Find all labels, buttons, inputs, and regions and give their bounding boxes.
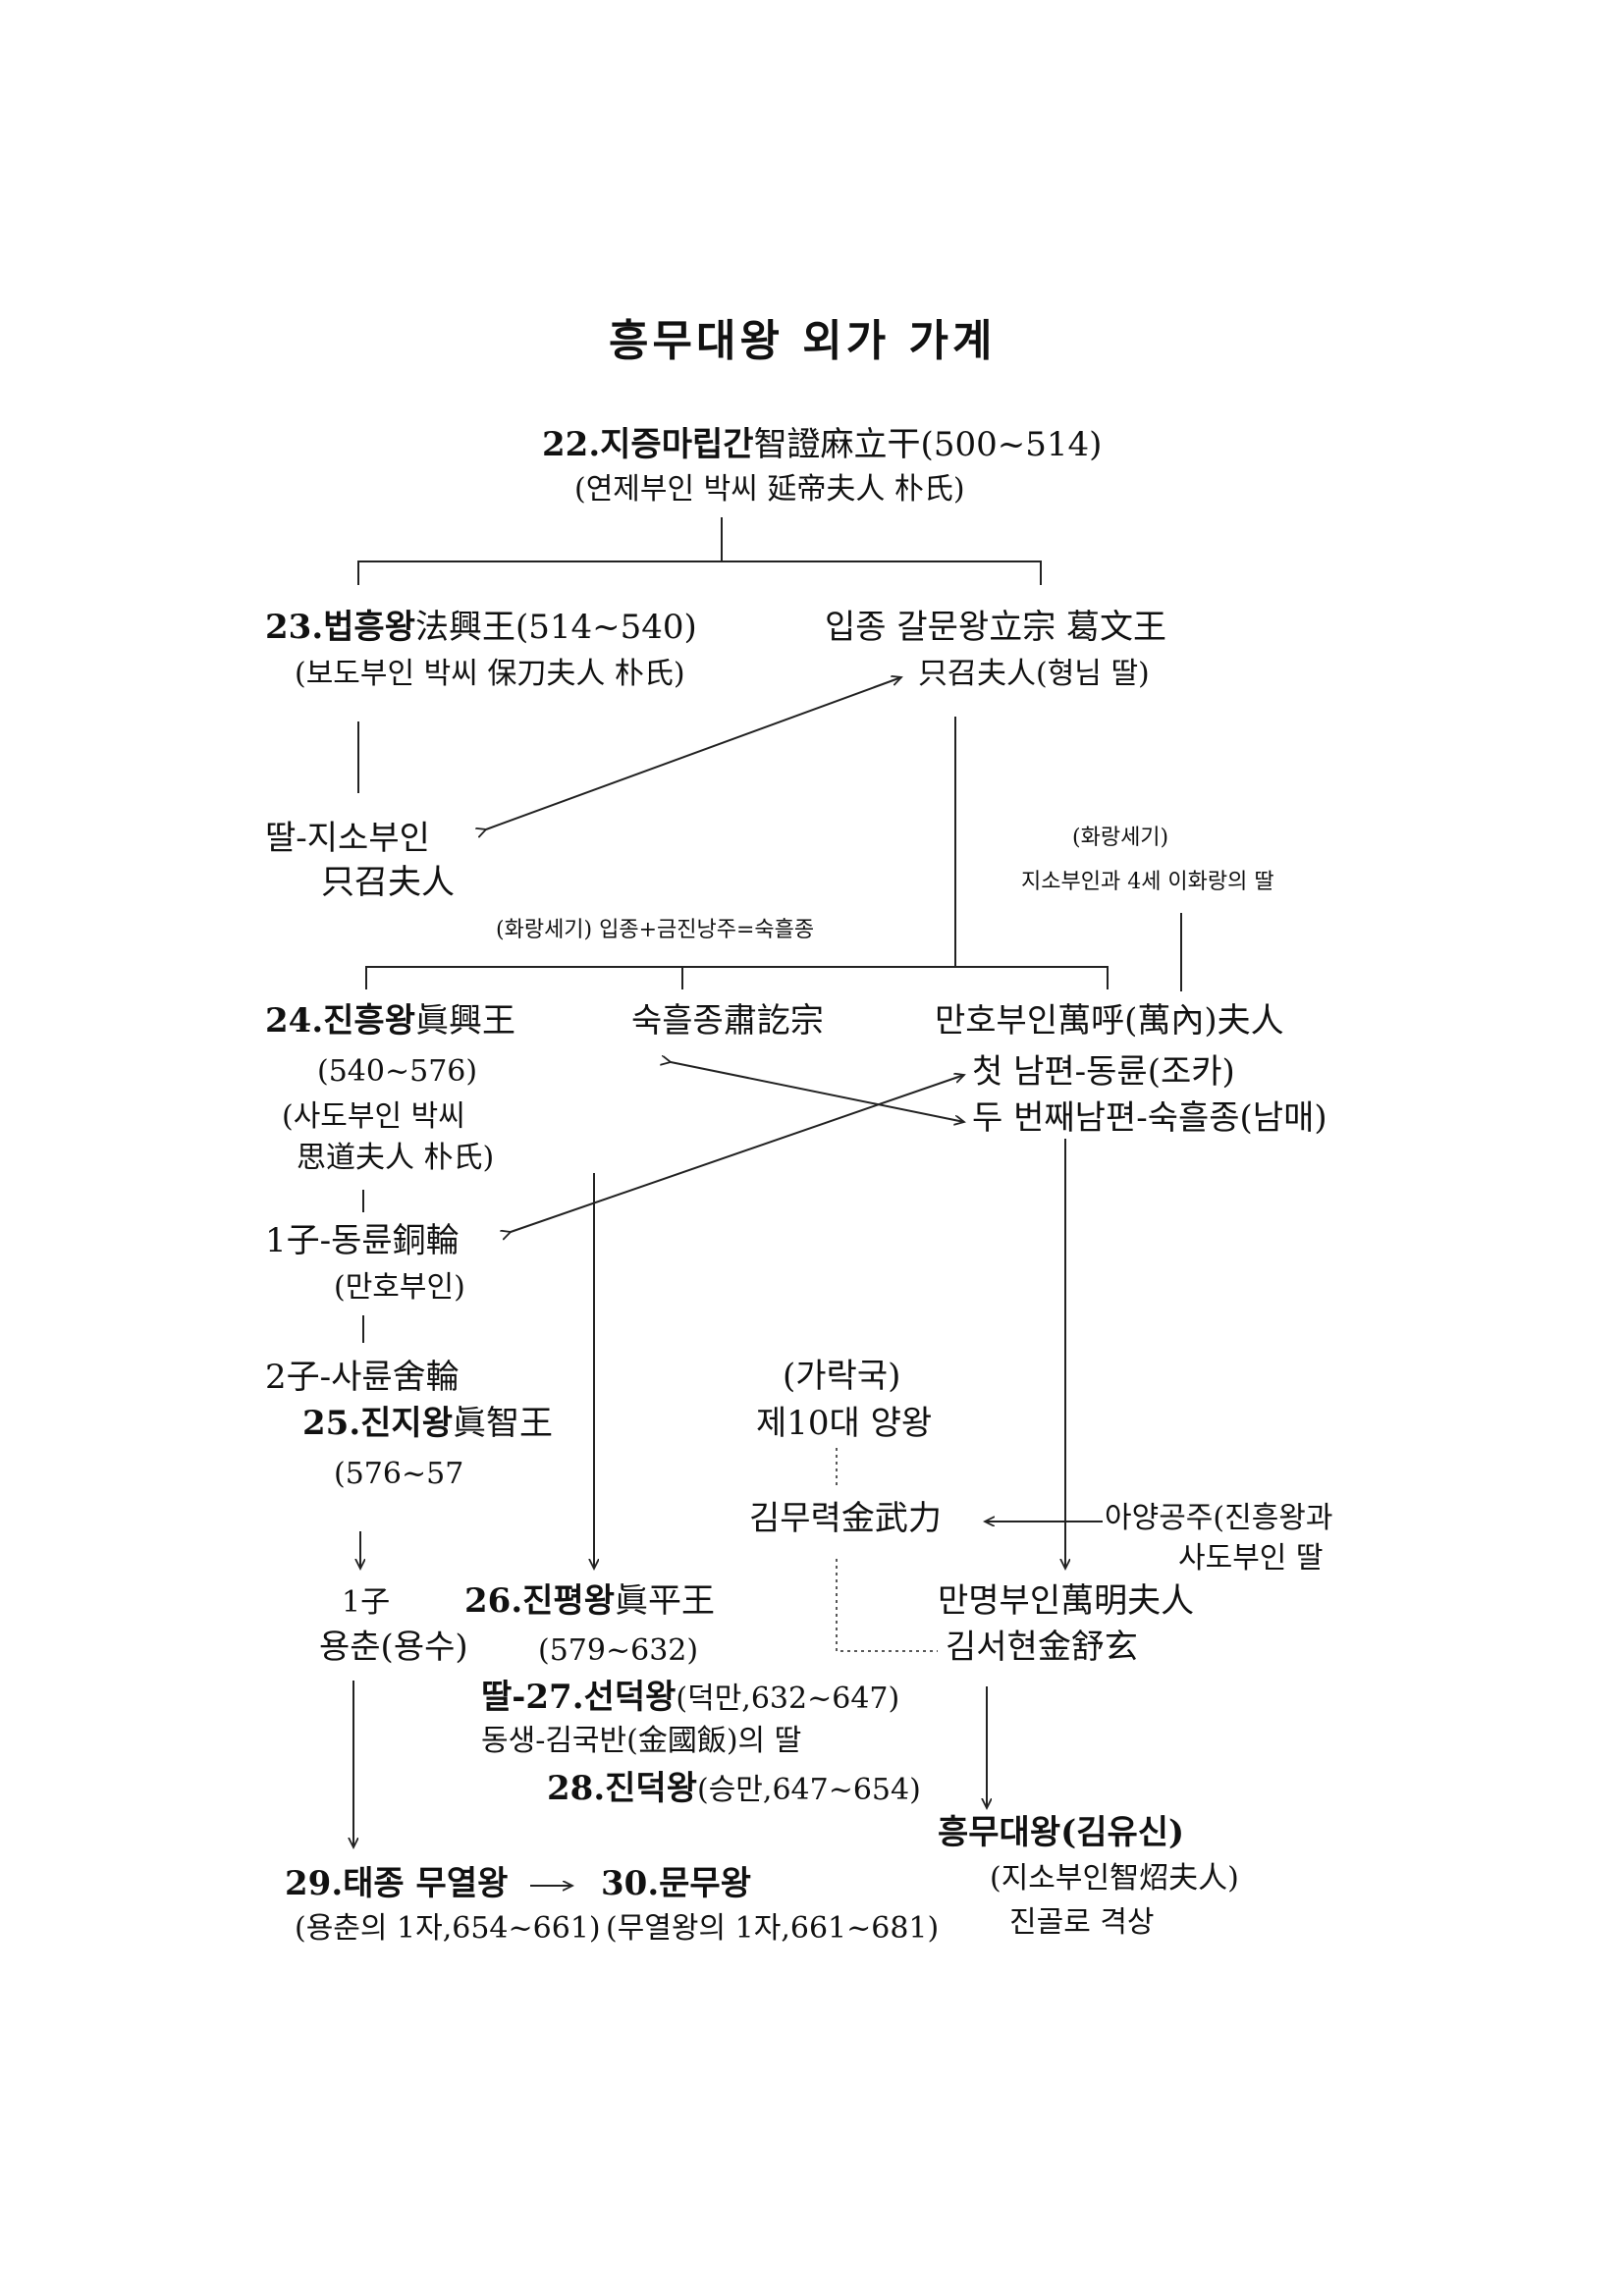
node-heungmu: 흥무대왕(김유신) xyxy=(938,1813,1185,1852)
node-jijeung: 22.지증마립간智證麻立干(500~514) xyxy=(542,428,1102,461)
hwarang-note-1b: 지소부인과 4세 이화랑의 딸 xyxy=(1021,870,1274,894)
jinheung-hanja: 眞興王 xyxy=(415,1001,515,1041)
jindeok-name: 28.진덕왕 xyxy=(547,1769,697,1808)
node-gaya: (가락국) xyxy=(783,1357,901,1396)
hwarang-note-1: (화랑세기) xyxy=(1072,826,1169,850)
node-jinpyeong: 26.진평왕眞平王 xyxy=(464,1584,715,1618)
manho-husband-1: 첫 남편-동륜(조카) xyxy=(972,1052,1235,1092)
dotted-kimmuryeok-seohyeon xyxy=(836,1559,938,1652)
node-jiso: 딸-지소부인 xyxy=(265,819,430,858)
gaya-king: 제10대 양왕 xyxy=(756,1404,933,1443)
node-ipjong: 입종 갈문왕立宗 葛文王 xyxy=(825,608,1167,647)
seondeok-name: 딸-27.선덕왕 xyxy=(481,1678,677,1717)
bracket-gen23 xyxy=(357,561,1042,585)
jinheung-spouse-2: 思道夫人 朴氏) xyxy=(297,1141,495,1175)
arrow-dongryun-manho xyxy=(511,1075,964,1232)
heungmu-mother: (지소부인智炤夫人) xyxy=(990,1861,1239,1896)
manho-husband-2: 두 번째남편-숙흘종(남매) xyxy=(972,1098,1327,1138)
node-ayang: 아양공주(진흥왕과 xyxy=(1105,1501,1333,1535)
arrow-jiso-ipjong xyxy=(486,677,901,829)
jinpyeong-reign: (579~632) xyxy=(538,1633,699,1668)
munmu-detail: (무열왕의 1자,661~681) xyxy=(606,1911,940,1946)
page-title: 흥무대왕 외가 가계 xyxy=(609,316,997,366)
jijeung-hanja: 智證麻立干(500~514) xyxy=(753,425,1103,464)
node-saryun: 2子-사륜舍輪 xyxy=(265,1358,460,1397)
jinheung-reign: (540~576) xyxy=(317,1054,478,1089)
jinheung-name: 24.진흥왕 xyxy=(265,1001,415,1041)
beopheung-hanja: 法興王(514~540) xyxy=(415,608,697,647)
node-seondeok: 딸-27.선덕왕(덕만,632~647) xyxy=(481,1681,899,1714)
node-yongchun: 용춘(용수) xyxy=(319,1628,468,1667)
node-manmyeong: 만명부인萬明夫人 xyxy=(938,1581,1195,1621)
node-munmu: 30.문무왕 xyxy=(601,1864,751,1903)
node-taejong: 29.태종 무열왕 xyxy=(285,1864,509,1903)
node-yongchun-label: 1子 xyxy=(342,1585,391,1620)
node-kimmuryeok: 김무력金武力 xyxy=(749,1499,942,1538)
jijeung-name: 22.지증마립간 xyxy=(542,425,754,464)
node-jinheung: 24.진흥왕眞興王 xyxy=(265,1004,515,1038)
hwarang-note-2: (화랑세기) 입종+금진낭주=숙흘종 xyxy=(496,918,815,942)
jinji-reign: (576~57 xyxy=(334,1457,464,1491)
node-seohyeon: 김서현金舒玄 xyxy=(946,1628,1138,1667)
bracket-gen24 xyxy=(365,966,1109,989)
node-gukban: 동생-김국반(金國飯)의 딸 xyxy=(481,1724,802,1758)
seondeok-detail: (덕만,632~647) xyxy=(676,1682,900,1716)
jindeok-detail: (승만,647~654) xyxy=(697,1773,921,1807)
ipjong-spouse: 只召夫人(형님 딸) xyxy=(918,657,1150,691)
jijeung-spouse: (연제부인 박씨 延帝夫人 朴氏) xyxy=(574,472,965,507)
jinji-hanja: 眞智王 xyxy=(453,1404,553,1443)
arrow-sukheuljong-manho xyxy=(671,1062,964,1122)
node-jinji: 25.진지왕眞智王 xyxy=(302,1407,553,1440)
node-jindeok: 28.진덕왕(승만,647~654) xyxy=(547,1772,921,1805)
jinji-name: 25.진지왕 xyxy=(302,1404,453,1443)
dongryun-spouse: (만호부인) xyxy=(334,1270,465,1305)
node-sukheuljong: 숙흘종肅訖宗 xyxy=(631,1001,824,1041)
jiso-hanja: 只召夫人 xyxy=(321,863,455,902)
jinpyeong-hanja: 眞平王 xyxy=(615,1581,715,1621)
beopheung-spouse: (보도부인 박씨 保刀夫人 朴氏) xyxy=(295,657,685,691)
jinpyeong-name: 26.진평왕 xyxy=(464,1581,615,1621)
ayang-2: 사도부인 딸 xyxy=(1178,1541,1324,1575)
heungmu-rank: 진골로 격상 xyxy=(1009,1905,1155,1940)
node-manho: 만호부인萬呼(萬內)夫人 xyxy=(935,1001,1284,1041)
jinheung-spouse-1: (사도부인 박씨 xyxy=(282,1099,465,1134)
node-dongryun: 1子-동륜銅輪 xyxy=(265,1221,460,1260)
beopheung-name: 23.법흥왕 xyxy=(265,608,415,647)
node-beopheung: 23.법흥왕法興王(514~540) xyxy=(265,611,697,644)
taejong-detail: (용춘의 1자,654~661) xyxy=(295,1911,601,1946)
